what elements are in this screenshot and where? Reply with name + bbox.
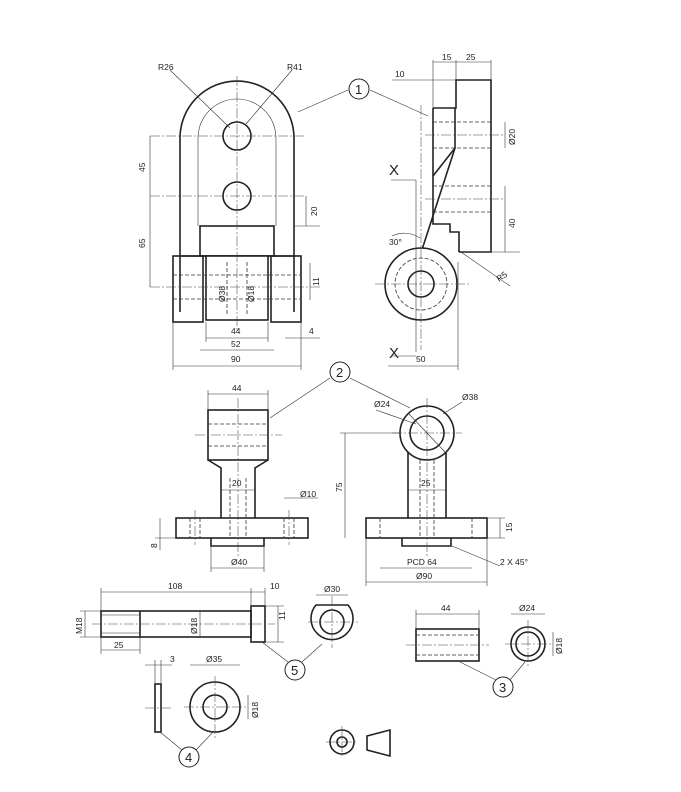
dim-pin-18: Ø18 [246,286,256,302]
part1-front-view: R26 R41 45 65 20 Ø38 Ø18 11 44 52 90 4 [137,62,321,370]
dim-hole-20: Ø20 [507,129,517,145]
dim-bush-18: Ø18 [554,638,564,654]
part-number-4: 4 [185,750,192,765]
dim-m18: M18 [74,617,84,634]
part2-side-view: Ø24 Ø38 75 25 15 PCD 64 Ø90 2 X 45° [334,392,528,586]
part-number-1: 1 [355,82,362,97]
dim-44-bush: 44 [441,603,451,613]
dim-bore-24: Ø24 [374,399,390,409]
part4-washer: 3 Ø35 Ø18 [145,654,260,738]
part-number-5: 5 [291,663,298,678]
part-label-2: 2 [269,361,411,419]
dim-r5: R5 [494,269,509,284]
part-label-1: 1 [297,78,429,117]
dim-65: 65 [137,238,147,248]
dim-90: 90 [231,354,241,364]
part-label-4: 4 [159,730,215,768]
dim-boss-38: Ø38 [462,392,478,402]
dim-40: 40 [507,218,517,228]
dim-30deg: 30° [389,237,402,247]
dim-25: 25 [466,52,476,62]
dim-bore-38: Ø38 [217,286,227,302]
dim-50: 50 [416,354,426,364]
dim-flange-90: Ø90 [416,571,432,581]
part-label-3: 3 [459,661,526,698]
dim-4: 4 [309,326,314,336]
dim-bush-24: Ø24 [519,603,535,613]
dim-washer-18: Ø18 [250,702,260,718]
dim-25-thread: 25 [114,640,124,650]
dim-pcd-64: PCD 64 [407,557,437,567]
dim-11-head: 11 [277,611,287,620]
dim-hole-10: Ø10 [300,489,316,499]
section-mark-x-bottom: X [389,345,399,362]
dim-20: 20 [309,206,319,216]
dim-10: 10 [395,69,405,79]
part1-side-view: X X 15 25 10 Ø20 40 30° R5 50 [375,52,520,370]
dim-head-30: Ø30 [324,584,340,594]
dim-spigot-40: Ø40 [231,557,247,567]
dim-52: 52 [231,339,241,349]
dim-45: 45 [137,162,147,172]
part-number-2: 2 [336,365,343,380]
dim-shank-18: Ø18 [189,618,199,634]
dim-44: 44 [231,326,241,336]
dim-washer-35: Ø35 [206,654,222,664]
dim-11: 11 [311,277,321,286]
part2-front-view: 44 20 Ø10 8 Ø40 [149,383,318,572]
part-number-3: 3 [499,680,506,695]
section-mark-x-top: X [389,162,399,179]
dim-8: 8 [149,543,159,548]
dim-10-head: 10 [270,581,280,591]
dim-chamfer: 2 X 45° [500,557,528,567]
dim-r26: R26 [158,62,174,72]
dim-20-neck: 20 [232,478,242,488]
dim-25-neck: 25 [421,478,431,488]
dim-15: 15 [442,52,452,62]
dim-75: 75 [334,482,344,492]
dim-3: 3 [170,654,175,664]
dim-44-head: 44 [232,383,242,393]
part5-bolt: 108 10 M18 25 Ø18 11 Ø30 [74,581,358,654]
dim-r41: R41 [287,62,303,72]
part-label-5: 5 [261,641,323,681]
projection-symbol [326,726,391,758]
part3-bush: 44 Ø24 Ø18 [406,603,564,668]
dim-108: 108 [168,581,182,591]
dim-15-flange: 15 [504,522,514,532]
